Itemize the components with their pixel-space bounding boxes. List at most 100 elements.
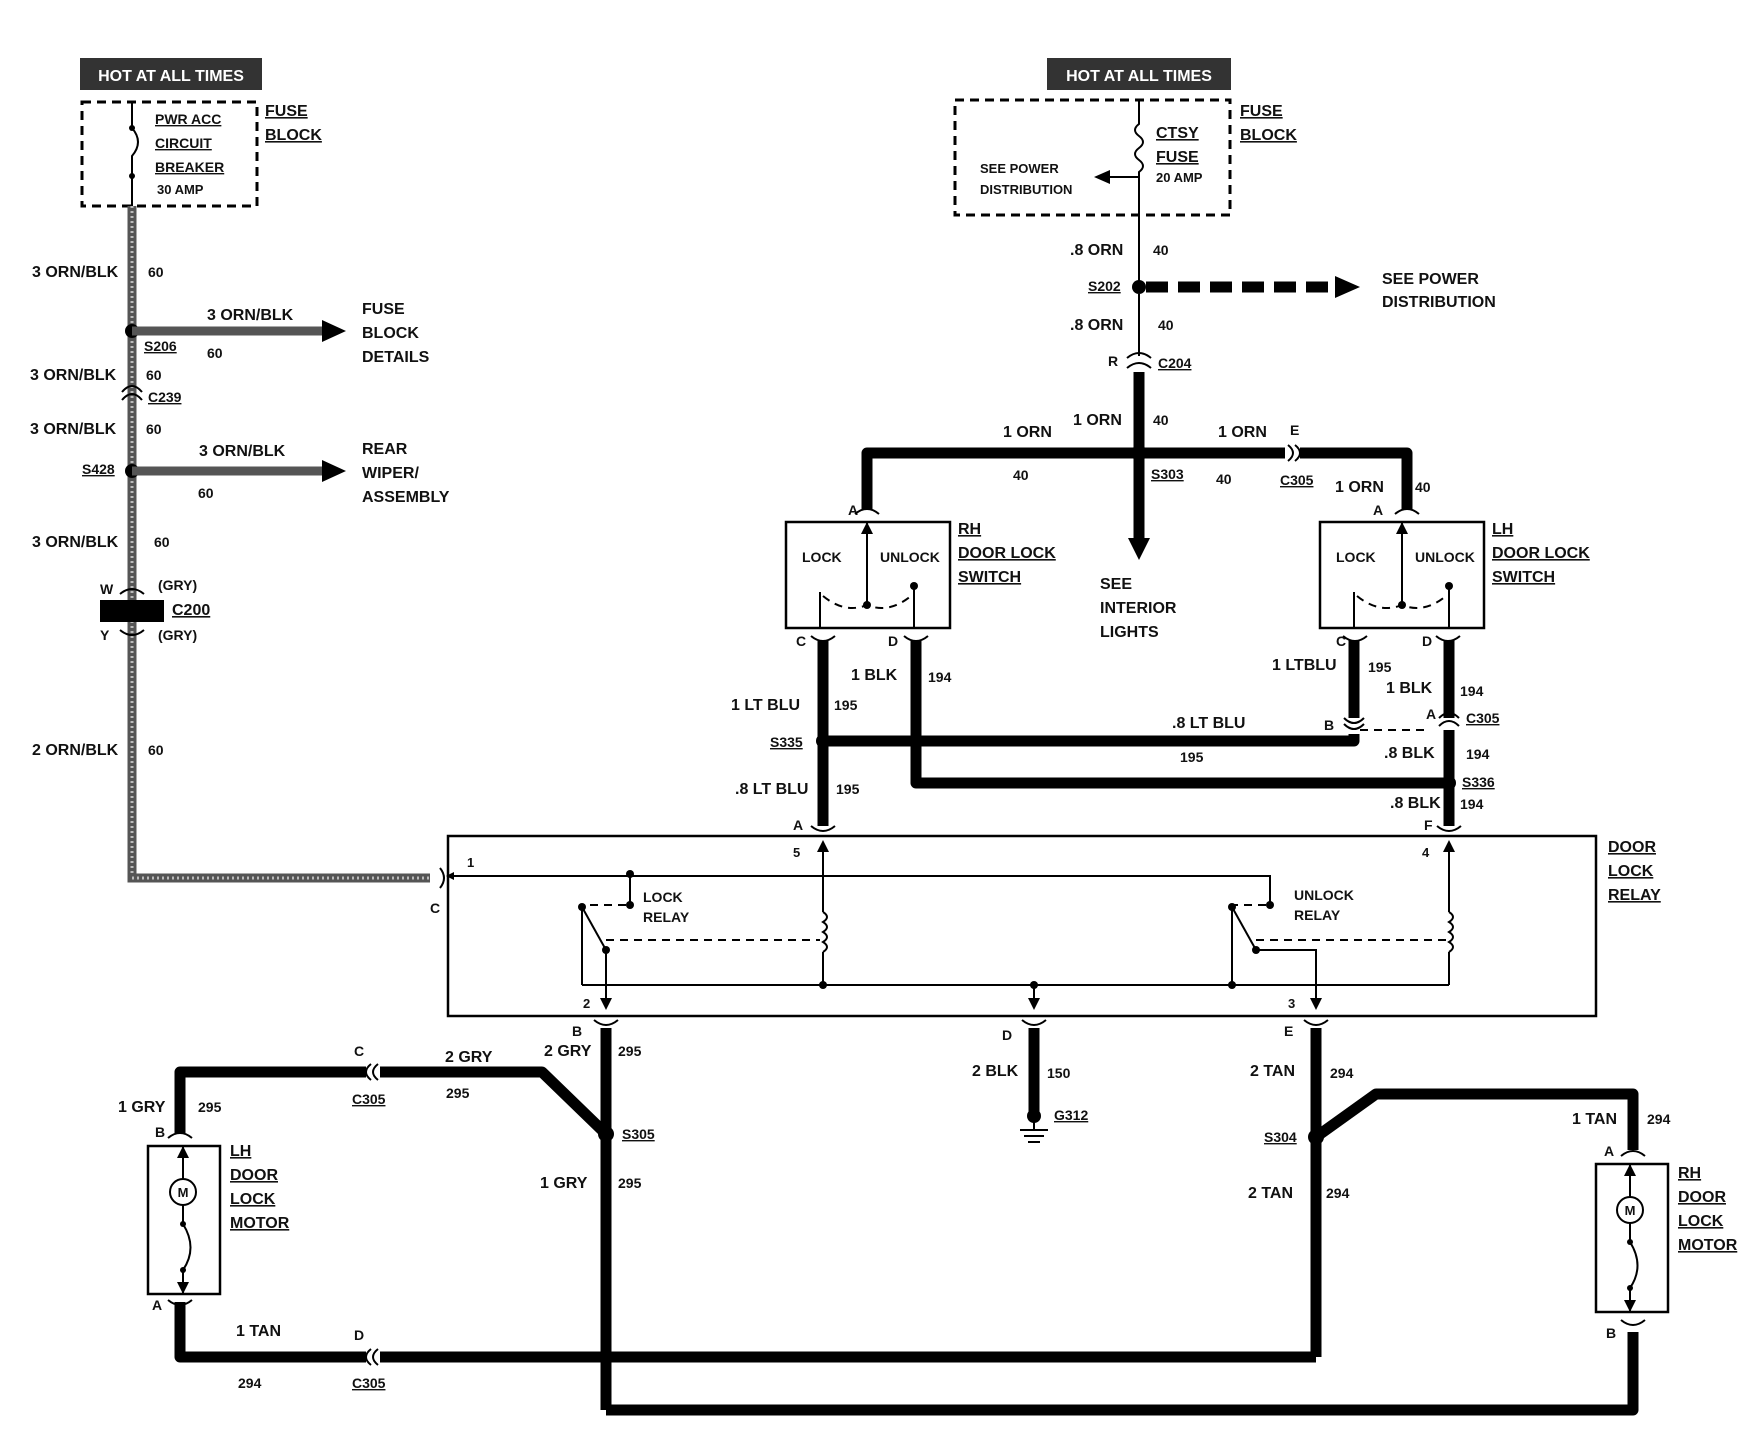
breaker-label-1: PWR ACC bbox=[155, 111, 221, 127]
ctsy-fuse-label-2: FUSE bbox=[1156, 149, 1199, 166]
rear-wiper-3: ASSEMBLY bbox=[362, 489, 450, 506]
rh-motor-pin-b: B bbox=[1606, 1325, 1616, 1341]
relay-title-1: DOOR bbox=[1608, 839, 1656, 856]
rh-door-lock-motor: A M B RH DOOR LOCK MOTOR bbox=[1594, 1143, 1738, 1341]
lh-switch-unlock-label: UNLOCK bbox=[1415, 549, 1475, 565]
splice-s336 bbox=[1442, 776, 1456, 790]
wire-label-1orn-trunk: 1 ORN bbox=[1073, 412, 1122, 429]
connector-c200-gry-w: (GRY) bbox=[158, 577, 197, 593]
relay-terminal-5: 5 bbox=[793, 845, 800, 860]
lh-motor-title-2: DOOR bbox=[230, 1167, 278, 1184]
circuit-breaker-symbol bbox=[131, 102, 139, 206]
bottom-wiring: B 2 GRY 295 S305 2 GRY 295 C C305 1 GRY … bbox=[118, 1019, 1738, 1416]
fuse-block-details-3: DETAILS bbox=[362, 349, 430, 366]
wire-label-3orn-blk-6: 3 ORN/BLK bbox=[32, 534, 119, 551]
circuit-150: 150 bbox=[1047, 1065, 1071, 1081]
connector-c204-label: C204 bbox=[1158, 355, 1192, 371]
circuit-295-4: 295 bbox=[618, 1175, 642, 1191]
wire-blk-rh bbox=[910, 640, 1452, 789]
rh-motor-title-3: LOCK bbox=[1678, 1213, 1724, 1230]
rh-switch-pin-d: D bbox=[888, 633, 898, 649]
circuit-60-5: 60 bbox=[198, 485, 214, 501]
rh-motor-title-1: RH bbox=[1678, 1165, 1701, 1182]
hot-banner-left-text: HOT AT ALL TIMES bbox=[98, 68, 244, 85]
rh-switch-unlock-label: UNLOCK bbox=[880, 549, 940, 565]
circuit-60-4: 60 bbox=[146, 421, 162, 437]
rh-switch-lock-label: LOCK bbox=[802, 549, 842, 565]
breaker-fuse-block-left bbox=[80, 100, 259, 208]
circuit-40-3: 40 bbox=[1153, 412, 1169, 428]
wire-label-2-gry-2: 2 GRY bbox=[445, 1049, 493, 1066]
circuit-40-6: 40 bbox=[1415, 479, 1431, 495]
circuit-40-5: 40 bbox=[1216, 471, 1232, 487]
splice-s202 bbox=[1132, 280, 1146, 294]
see-interior-lights-3: LIGHTS bbox=[1100, 624, 1159, 641]
ctsy-fuse-symbol bbox=[1134, 100, 1144, 215]
lh-switch-title-1: LH bbox=[1492, 521, 1513, 538]
splice-s305-label: S305 bbox=[622, 1126, 655, 1142]
circuit-40-1: 40 bbox=[1153, 242, 1169, 258]
unlock-relay-label-1: UNLOCK bbox=[1294, 887, 1354, 903]
wire-label-1-gry-main: 1 GRY bbox=[540, 1175, 588, 1192]
circuit-295-3: 295 bbox=[198, 1099, 222, 1115]
wire-2-gry-to-c305 bbox=[380, 1066, 610, 1138]
hot-banner-right-text: HOT AT ALL TIMES bbox=[1066, 68, 1212, 85]
splice-s206-label: S206 bbox=[144, 338, 177, 354]
rh-switch-pin-c: C bbox=[796, 633, 806, 649]
ground-g312-label: G312 bbox=[1054, 1107, 1088, 1123]
lock-relay-label-2: RELAY bbox=[643, 909, 690, 925]
lh-switch-title-3: SWITCH bbox=[1492, 569, 1555, 586]
wire-label-8-blk-2: .8 BLK bbox=[1390, 795, 1441, 812]
wire-label-1-gry-lh: 1 GRY bbox=[118, 1099, 166, 1116]
unlock-relay-label-2: RELAY bbox=[1294, 907, 1341, 923]
wire-label-8-blk-1: .8 BLK bbox=[1384, 745, 1435, 762]
circuit-295-1: 295 bbox=[618, 1043, 642, 1059]
connector-c200 bbox=[100, 600, 164, 622]
wire-label-8orn-2: .8 ORN bbox=[1070, 317, 1123, 334]
wire-label-3orn-blk-1: 3 ORN/BLK bbox=[32, 264, 119, 281]
wire-label-1orn-lh: 1 ORN bbox=[1335, 479, 1384, 496]
rh-motor-m-label: M bbox=[1625, 1203, 1636, 1218]
circuit-195-1: 195 bbox=[834, 697, 858, 713]
wire-label-2orn-blk: 2 ORN/BLK bbox=[32, 742, 119, 759]
left-feed: HOT AT ALL TIMES PWR ACC CIRCUIT BREAKER… bbox=[30, 58, 450, 883]
wire-label-8-lt-blu-cross: .8 LT BLU bbox=[1172, 715, 1245, 732]
splice-s336-label: S336 bbox=[1462, 774, 1495, 790]
wire-label-2-tan-1: 2 TAN bbox=[1250, 1063, 1295, 1080]
connector-c204 bbox=[1126, 352, 1152, 359]
lh-motor-title-1: LH bbox=[230, 1143, 251, 1160]
lh-switch-lock-label: LOCK bbox=[1336, 549, 1376, 565]
circuit-294-1: 294 bbox=[1330, 1065, 1354, 1081]
fuse-block-label-right-2: BLOCK bbox=[1240, 127, 1297, 144]
relay-title-3: RELAY bbox=[1608, 887, 1661, 904]
relay-terminal-3: 3 bbox=[1288, 996, 1295, 1011]
lh-switch-pin-a: A bbox=[1373, 502, 1383, 518]
lh-switch-pin-d: D bbox=[1422, 633, 1432, 649]
circuit-295-2: 295 bbox=[446, 1085, 470, 1101]
wire-gry-295-to-rh-motor bbox=[606, 1332, 1639, 1416]
relay-pin-d: D bbox=[1002, 1027, 1012, 1043]
see-interior-lights-1: SEE bbox=[1100, 576, 1132, 593]
lh-motor-m-label: M bbox=[178, 1185, 189, 1200]
splice-s428-label: S428 bbox=[82, 461, 115, 477]
circuit-60-3: 60 bbox=[146, 367, 162, 383]
splice-s303-label: S303 bbox=[1151, 466, 1184, 482]
rh-motor-title-2: DOOR bbox=[1678, 1189, 1726, 1206]
wire-label-8orn-1: .8 ORN bbox=[1070, 242, 1123, 259]
rh-door-lock-switch: A LOCK UNLOCK RH DOOR LOCK SWITCH C D bbox=[784, 502, 1056, 649]
wire-label-2-tan-2: 2 TAN bbox=[1248, 1185, 1293, 1202]
circuit-60-1: 60 bbox=[148, 264, 164, 280]
wire-label-1-blk-lh: 1 BLK bbox=[1386, 680, 1433, 697]
rh-motor-pin-a: A bbox=[1604, 1143, 1614, 1159]
circuit-294-4: 294 bbox=[238, 1375, 262, 1391]
right-feed: HOT AT ALL TIMES CTSY FUSE 20 AMP SEE PO… bbox=[861, 58, 1496, 641]
ctsy-fuse-block bbox=[953, 98, 1232, 217]
connector-c305-label-top: C305 bbox=[1280, 472, 1314, 488]
circuit-195-4: 195 bbox=[836, 781, 860, 797]
connector-c239 bbox=[121, 385, 143, 393]
circuit-60-2: 60 bbox=[207, 345, 223, 361]
lh-switch-title-2: DOOR LOCK bbox=[1492, 545, 1590, 562]
see-power-distribution-1: SEE POWER bbox=[980, 161, 1059, 176]
wire-label-1-tan-rh: 1 TAN bbox=[1572, 1111, 1617, 1128]
lh-switch-pin-c: C bbox=[1336, 633, 1346, 649]
